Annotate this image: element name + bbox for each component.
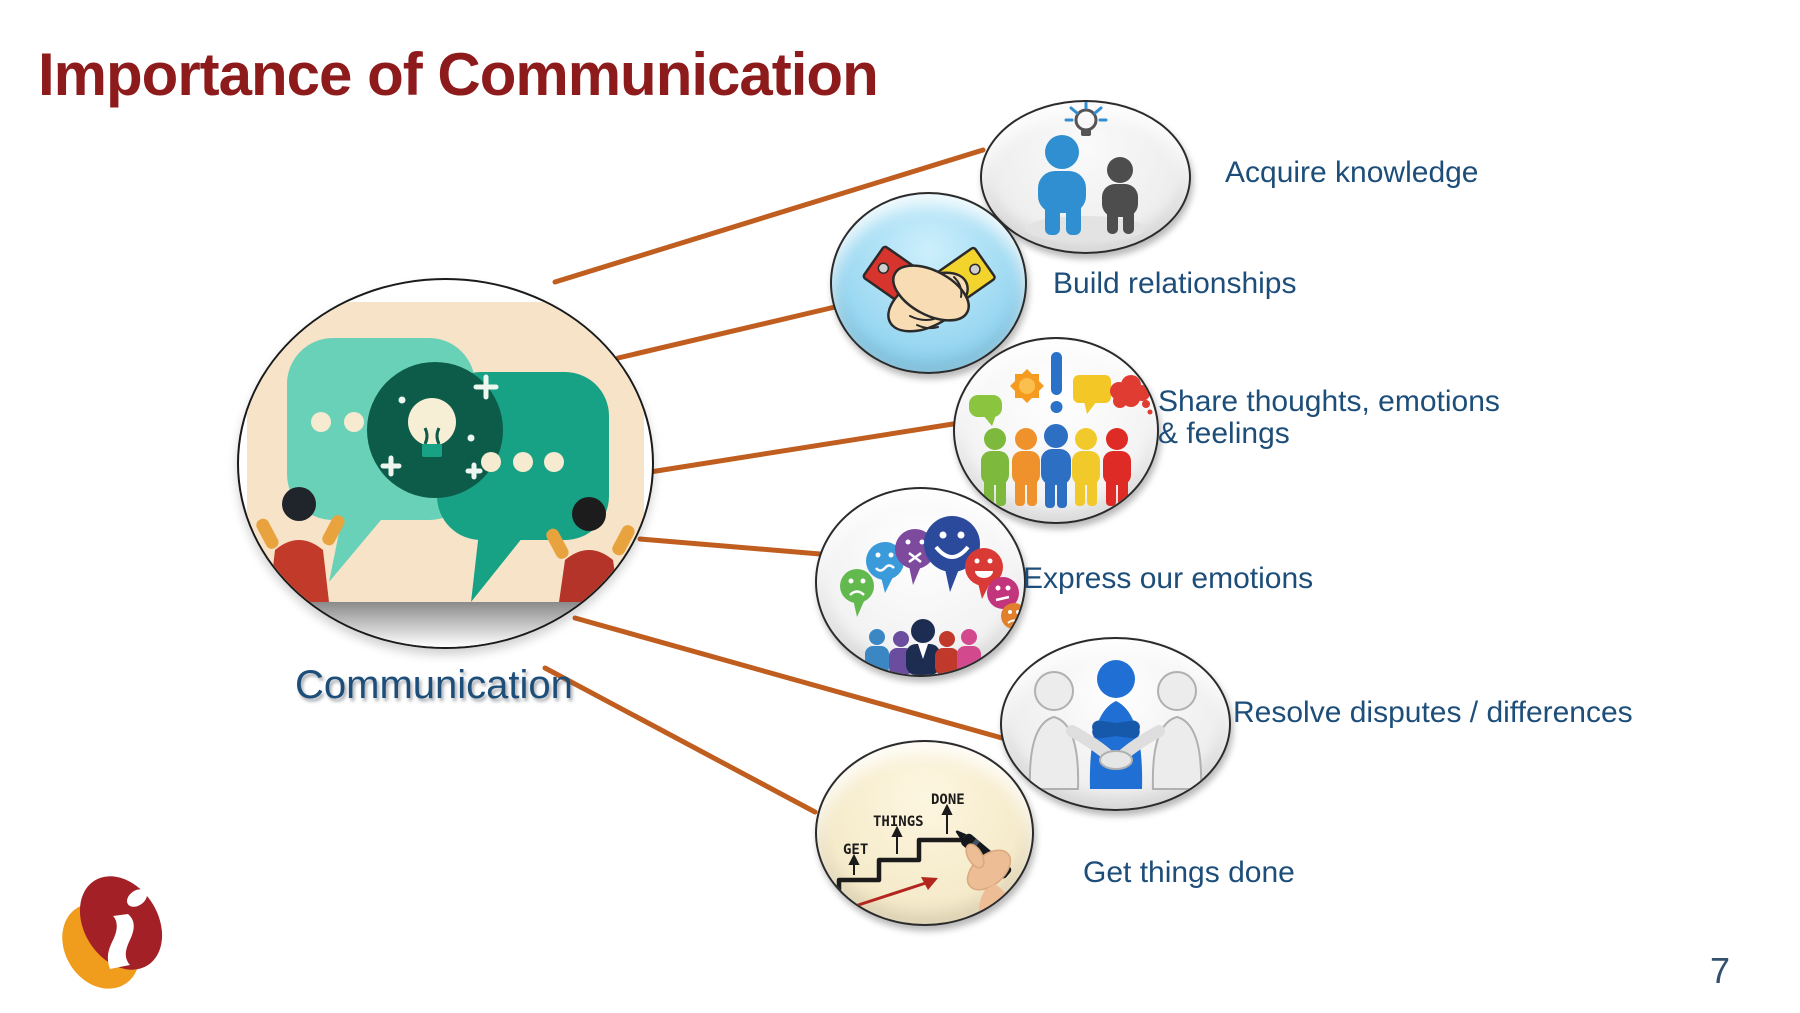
disputant-left	[1028, 671, 1080, 790]
connector-express	[637, 536, 823, 557]
connector-build	[615, 304, 838, 361]
connector-resolve	[572, 615, 1005, 741]
hub-communication-circle	[237, 278, 654, 649]
connector-get	[542, 665, 818, 815]
slide-title: Importance of Communication	[38, 41, 879, 108]
word-done: DONE	[931, 792, 965, 808]
handshake-icon	[862, 245, 996, 333]
share-thoughts-circle	[953, 337, 1159, 524]
label-share-thoughts: Share thoughts, emotions & feelings	[1158, 385, 1500, 450]
label-express-emotions: Express our emotions	[1023, 562, 1314, 595]
speech-bubbles-idea-icon	[239, 302, 652, 647]
brand-logo-icon	[62, 876, 163, 989]
word-things: THINGS	[873, 814, 924, 830]
connector-acquire	[552, 147, 986, 285]
hub-label: Communication	[295, 663, 573, 707]
emotion-speech-balloons-icon	[840, 516, 1024, 675]
two-people-lightbulb-icon	[1025, 102, 1145, 242]
build-relationships-circle	[830, 192, 1027, 374]
label-get-things-done: Get things done	[1083, 856, 1295, 889]
mediator-figure	[1089, 660, 1143, 789]
figures-mediation-handshake-icon	[1028, 660, 1203, 790]
speech-symbols	[969, 352, 1153, 426]
label-acquire-knowledge: Acquire knowledge	[1225, 156, 1479, 189]
word-get: GET	[843, 842, 868, 858]
label-resolve-disputes: Resolve disputes / differences	[1233, 696, 1633, 729]
lightbulb-icon	[1064, 102, 1108, 136]
stairs-hand-marker-icon: GET THINGS DONE	[836, 792, 1022, 924]
connector-share	[647, 421, 956, 475]
hand-with-marker	[955, 830, 1022, 924]
get-things-done-circle: GET THINGS DONE	[815, 740, 1034, 926]
express-emotions-circle	[815, 487, 1026, 677]
label-build-relationships: Build relationships	[1053, 267, 1297, 300]
acquire-knowledge-circle	[980, 100, 1191, 254]
people-row	[981, 424, 1131, 508]
page-number: 7	[1709, 950, 1731, 991]
disputant-right	[1151, 671, 1203, 790]
resolve-disputes-circle	[1000, 637, 1231, 811]
crowd-row	[865, 619, 981, 675]
emotion-balloons	[840, 516, 1024, 629]
people-speech-symbols-icon	[969, 352, 1153, 508]
